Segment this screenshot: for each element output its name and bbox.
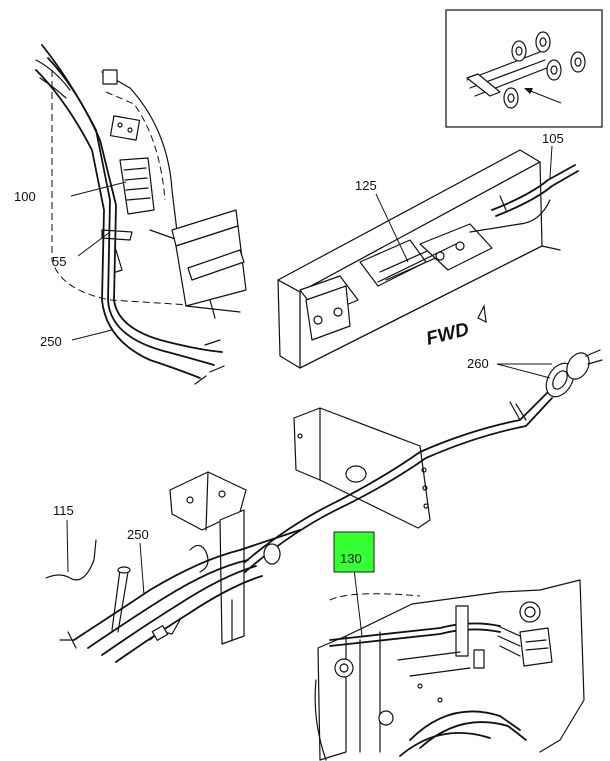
harness-bracket-assembly bbox=[45, 471, 301, 663]
frame-crossmember-assembly bbox=[229, 349, 603, 581]
callout-125: 125 bbox=[355, 178, 377, 193]
callout-105: 105 bbox=[542, 131, 564, 146]
locator-inset bbox=[445, 9, 603, 128]
callout-250-top: 250 bbox=[40, 334, 62, 349]
callout-130-highlight bbox=[333, 531, 375, 573]
locator-arrow-icon bbox=[524, 88, 562, 104]
frame-rail-assembly bbox=[277, 149, 579, 369]
callout-260: 260 bbox=[467, 356, 489, 371]
fwd-arrow-icon bbox=[477, 303, 487, 324]
wheel-icon bbox=[503, 31, 586, 109]
callout-labels: 100 55 250 125 105 260 115 250 130 bbox=[14, 131, 564, 573]
fwd-direction-marker: FWD bbox=[424, 303, 487, 350]
grommet-icon bbox=[545, 349, 603, 398]
fwd-label: FWD bbox=[424, 319, 471, 350]
callout-115: 115 bbox=[53, 503, 74, 518]
callout-250-bottom: 250 bbox=[127, 527, 149, 542]
callout-55: 55 bbox=[52, 254, 66, 269]
engine-panel-assembly bbox=[314, 579, 585, 761]
callout-130: 130 bbox=[340, 551, 362, 566]
callout-100: 100 bbox=[14, 189, 36, 204]
leader-lines bbox=[66, 145, 553, 637]
cab-panel-assembly bbox=[35, 44, 247, 385]
